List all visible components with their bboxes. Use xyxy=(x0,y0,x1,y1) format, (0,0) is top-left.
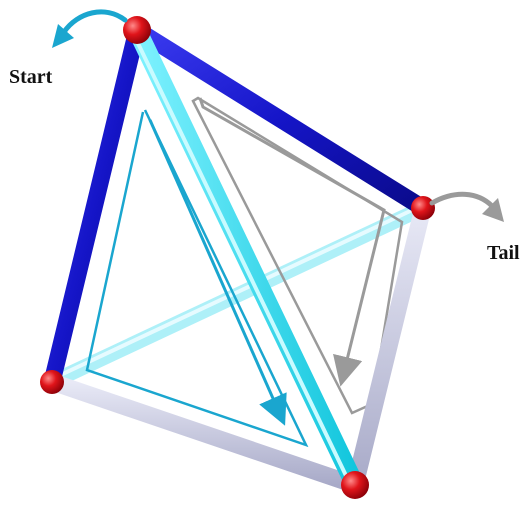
curved-arrow-icon xyxy=(429,191,504,222)
cyan-path xyxy=(148,119,287,426)
edge-cyan-highlight xyxy=(131,31,353,488)
edge-light-cyan xyxy=(44,200,431,390)
node-top xyxy=(123,16,151,44)
edge-lavender-bottom xyxy=(43,373,364,494)
tail-label: Tail xyxy=(487,242,520,264)
edge-lavender-right xyxy=(346,199,432,494)
edge-dark-blue-left xyxy=(43,21,146,391)
edge-cyan xyxy=(127,20,365,495)
cyan-path-outer xyxy=(85,109,309,448)
edge-dark-blue-top xyxy=(128,21,432,217)
start-label: Start xyxy=(9,66,53,88)
node-left xyxy=(40,370,64,394)
node-bottom xyxy=(341,471,369,499)
node-right xyxy=(411,196,435,220)
gray-path-outer xyxy=(191,96,404,415)
curved-arrow-icon xyxy=(52,9,128,48)
edge-light-cyan-highlight xyxy=(50,203,425,381)
gray-path xyxy=(198,97,386,387)
